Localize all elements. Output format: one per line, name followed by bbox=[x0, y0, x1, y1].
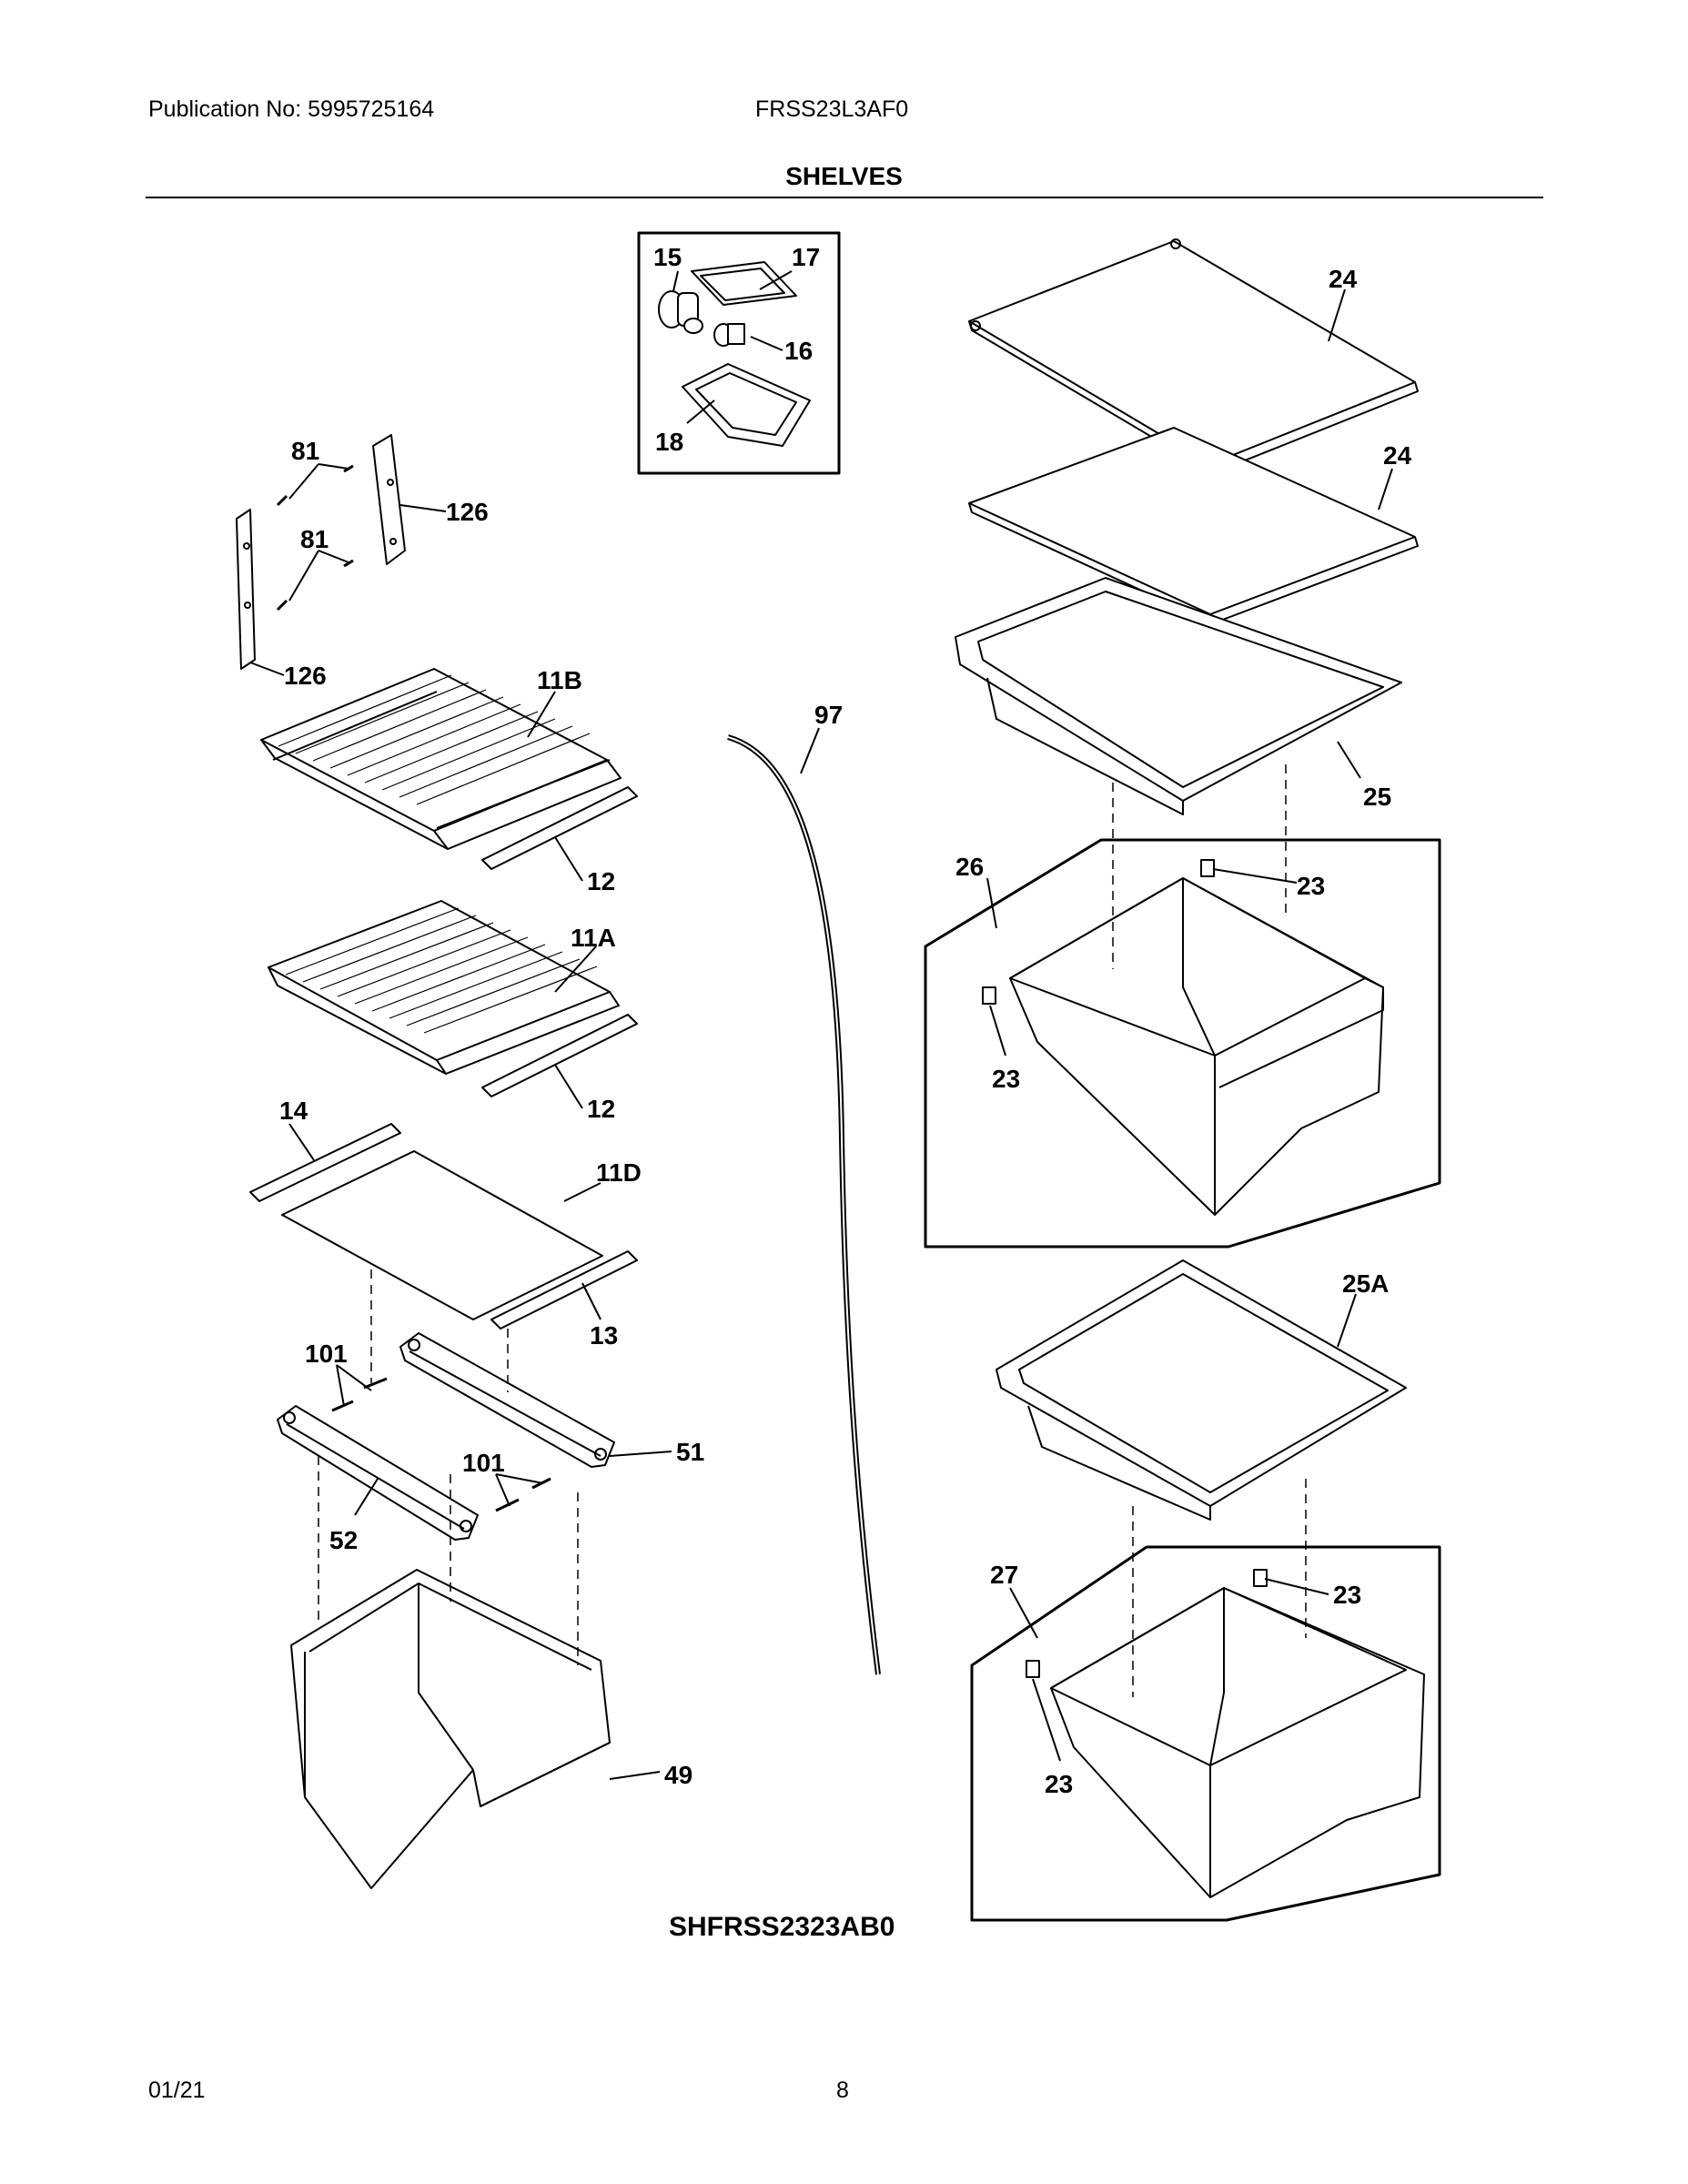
label-11D: 11D bbox=[596, 1158, 642, 1187]
label-81-lower: 81 bbox=[300, 525, 329, 553]
label-24-lower: 24 bbox=[1383, 441, 1412, 470]
pan-49 bbox=[290, 1569, 611, 1889]
label-23-b: 23 bbox=[992, 1065, 1020, 1093]
label-101-lower: 101 bbox=[462, 1449, 505, 1477]
page-number: 8 bbox=[836, 2078, 849, 2103]
label-11B: 11B bbox=[537, 666, 582, 694]
label-52: 52 bbox=[329, 1526, 358, 1554]
alignment-lines-right bbox=[1112, 764, 1307, 1697]
wire-shelf-11A bbox=[268, 900, 620, 1075]
label-12-upper: 12 bbox=[587, 867, 615, 895]
shelf-trim-13 bbox=[490, 1250, 638, 1330]
label-14: 14 bbox=[279, 1097, 308, 1125]
label-97: 97 bbox=[814, 701, 843, 729]
label-24-upper: 24 bbox=[1329, 265, 1358, 293]
bracket-126-right bbox=[372, 434, 406, 565]
shelf-trim-12-lower bbox=[481, 1014, 638, 1097]
model-number: FRSS23L3AF0 bbox=[755, 96, 909, 122]
slide-rail-51 bbox=[399, 1332, 615, 1468]
light-shield bbox=[682, 363, 811, 447]
label-27: 27 bbox=[990, 1561, 1018, 1589]
clip-23-a bbox=[1200, 859, 1215, 877]
label-101-upper: 101 bbox=[305, 1340, 348, 1368]
clip-23-d bbox=[1026, 1660, 1040, 1678]
light-bulb bbox=[658, 290, 703, 334]
label-25: 25 bbox=[1363, 783, 1391, 811]
label-25A: 25A bbox=[1342, 1269, 1389, 1298]
label-23-a: 23 bbox=[1297, 872, 1325, 900]
light-housing bbox=[691, 261, 797, 306]
shelf-trim-12-upper bbox=[481, 786, 638, 870]
label-12-lower: 12 bbox=[587, 1095, 615, 1123]
label-15: 15 bbox=[653, 243, 682, 271]
glass-shelf-24-lower bbox=[968, 427, 1419, 624]
label-23-d: 23 bbox=[1045, 1770, 1073, 1798]
footer-date: 01/21 bbox=[148, 2078, 206, 2103]
bracket-126-left bbox=[236, 509, 256, 670]
label-126-right: 126 bbox=[446, 498, 489, 526]
label-49: 49 bbox=[664, 1761, 692, 1789]
crisper-cover-25 bbox=[955, 577, 1402, 815]
diagram-code: SHFRSS2323AB0 bbox=[669, 1912, 895, 1942]
crisper-drawer-27 bbox=[1050, 1587, 1425, 1898]
part-labels: 15 17 16 18 24 24 25 26 23 23 25A 27 23 … bbox=[279, 243, 1412, 1942]
leader-lines bbox=[249, 270, 1393, 1780]
label-126-left: 126 bbox=[284, 662, 327, 690]
label-23-c: 23 bbox=[1333, 1581, 1361, 1609]
crisper-inset-26-box bbox=[924, 838, 1441, 1249]
crisper-cover-25A bbox=[996, 1259, 1407, 1521]
shelf-trim-14 bbox=[249, 1123, 401, 1202]
light-socket bbox=[713, 323, 745, 347]
publication-number: Publication No: 5995725164 bbox=[148, 96, 435, 122]
label-51: 51 bbox=[676, 1438, 704, 1466]
crisper-drawer-26 bbox=[1009, 877, 1384, 1216]
label-13: 13 bbox=[590, 1321, 618, 1350]
label-11A: 11A bbox=[571, 924, 616, 952]
label-18: 18 bbox=[655, 428, 683, 456]
clip-23-c bbox=[1253, 1569, 1268, 1587]
crisper-inset-27-box bbox=[970, 1545, 1441, 1922]
clip-23-b bbox=[982, 986, 996, 1005]
slide-rail-52 bbox=[277, 1405, 479, 1541]
glass-shelf-11D bbox=[281, 1150, 603, 1320]
light-kit-inset-box bbox=[637, 231, 841, 475]
label-26: 26 bbox=[955, 853, 984, 881]
water-tube-97 bbox=[727, 734, 881, 1675]
page-title: SHELVES bbox=[785, 162, 903, 190]
header-rule bbox=[146, 197, 1543, 198]
label-16: 16 bbox=[784, 337, 813, 365]
label-81-upper: 81 bbox=[291, 437, 319, 465]
label-17: 17 bbox=[792, 243, 820, 271]
wire-shelf-11B bbox=[260, 668, 622, 850]
alignment-lines-left bbox=[318, 1269, 579, 1665]
